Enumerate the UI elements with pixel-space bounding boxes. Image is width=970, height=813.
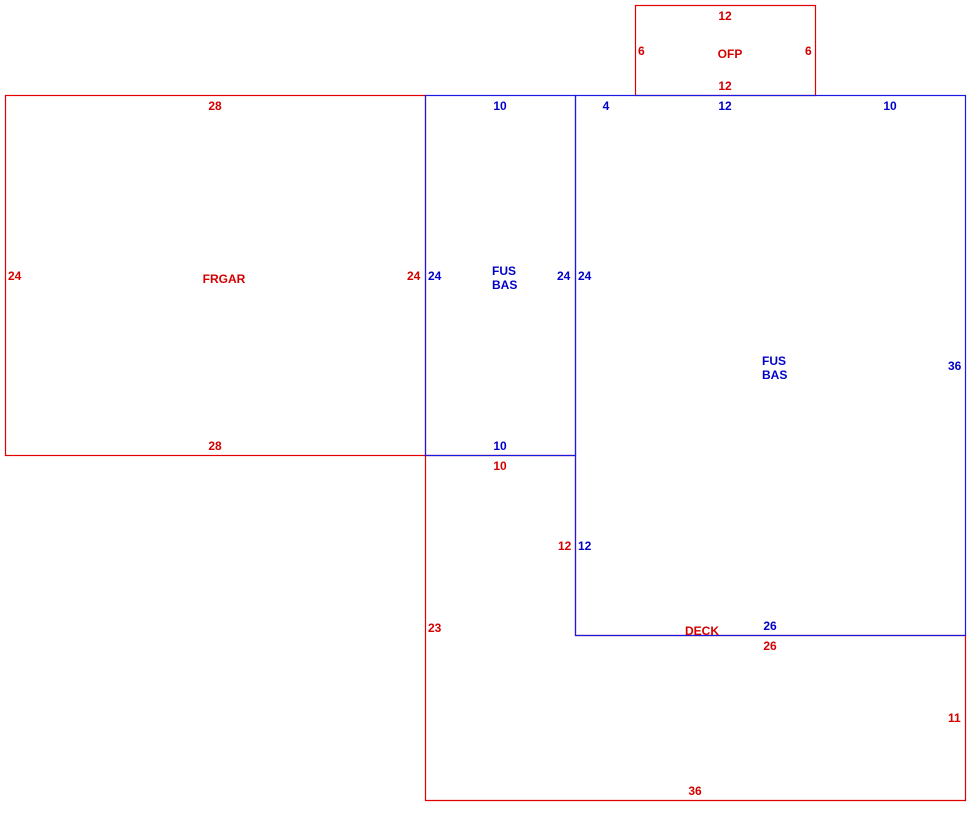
fus-bas-main-left-lower-dimension: 12	[578, 539, 592, 553]
fus-bas-main-area-name: FUS BAS	[762, 354, 787, 382]
fus-bas-small-bottom-dimension: 10	[493, 439, 507, 453]
fus-bas-main-name-line2: BAS	[762, 368, 788, 382]
fus-bas-small-name-line2: BAS	[492, 278, 518, 292]
deck-left-dimension: 23	[428, 621, 442, 635]
ofp-bottom-dimension: 12	[718, 79, 732, 93]
fus-bas-main-top-dimension-b: 12	[718, 99, 732, 113]
ofp-area-name: OFP	[717, 47, 743, 61]
deck-top-right-dimension: 26	[763, 639, 777, 653]
fus-bas-small-area-name: FUS BAS	[492, 264, 517, 292]
deck-right-dimension: 11	[948, 711, 961, 725]
ofp-left-dimension: 6	[638, 44, 645, 58]
frgar-left-dimension: 24	[8, 269, 22, 283]
fus-bas-small-top-dimension: 10	[493, 99, 507, 113]
fus-bas-small-name-line1: FUS	[492, 264, 516, 278]
frgar-top-dimension: 28	[208, 99, 222, 113]
fus-bas-main-top-dimension-c: 10	[883, 99, 897, 113]
deck-right-upper-dimension: 12	[558, 539, 572, 553]
fus-bas-main-bottom-dimension: 26	[763, 619, 777, 633]
frgar-area-name: FRGAR	[202, 272, 246, 286]
fus-bas-main-name-line1: FUS	[762, 354, 786, 368]
frgar-right-dimension: 24	[407, 269, 421, 283]
fus-bas-main-outline	[574, 94, 967, 637]
fus-bas-main-right-dimension: 36	[948, 359, 962, 373]
fus-bas-main-left-upper-dimension: 24	[578, 269, 592, 283]
ofp-top-dimension: 12	[718, 9, 732, 23]
frgar-bottom-dimension: 28	[208, 439, 222, 453]
deck-bottom-dimension: 36	[688, 784, 702, 798]
fus-bas-main-top-dimension-a: 4	[602, 99, 610, 113]
fus-bas-small-right-dimension: 24	[557, 269, 571, 283]
ofp-right-dimension: 6	[805, 44, 812, 58]
fus-bas-small-left-dimension: 24	[428, 269, 442, 283]
deck-area-name: DECK	[684, 624, 720, 638]
deck-top-dimension: 10	[493, 459, 507, 473]
